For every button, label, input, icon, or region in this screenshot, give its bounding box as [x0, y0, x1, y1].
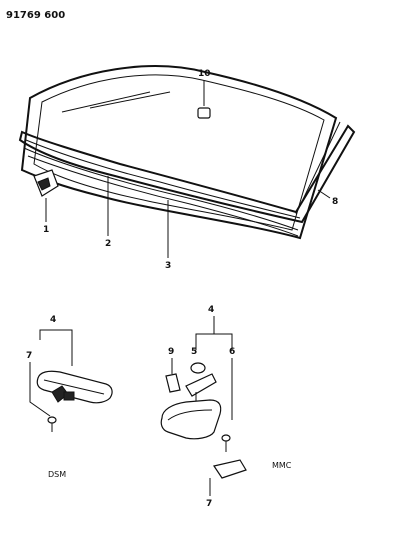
- mmc-callout-4: 4: [208, 305, 214, 315]
- callout-3: 3: [165, 261, 171, 271]
- windshield-seal: [23, 147, 299, 237]
- dsm-callout-7: 7: [26, 351, 32, 361]
- mmc-callout-6: 6: [229, 347, 235, 357]
- dsm-leader-4: [39, 329, 73, 366]
- mmc-bolt-icon: [221, 434, 231, 452]
- callout-10: 10: [198, 69, 211, 79]
- mmc-pad: [190, 362, 206, 374]
- mirror-mount-pad: [197, 107, 211, 119]
- windshield-glass: [20, 65, 338, 240]
- variant-mmc: MMC: [272, 461, 292, 470]
- callout-1: 1: [43, 225, 49, 235]
- diagram-id: 91769 600: [6, 10, 65, 21]
- glass-bracket: [33, 169, 59, 197]
- mmc-stem: [185, 373, 217, 397]
- mmc-mirror-group: 4 5 6 9 7: [160, 305, 247, 509]
- mmc-callout-5: 5: [191, 347, 197, 357]
- dsm-screw-icon: [47, 416, 57, 432]
- mmc-leader-4: [195, 333, 233, 350]
- callout-8: 8: [332, 197, 338, 207]
- mmc-cover: [213, 459, 247, 479]
- mmc-callout-9: 9: [168, 347, 174, 357]
- windshield-molding: [18, 121, 356, 224]
- mmc-mirror-body: [160, 399, 222, 440]
- callout-2: 2: [105, 239, 111, 249]
- dsm-callout-4: 4: [50, 315, 56, 325]
- mmc-clip: [165, 373, 181, 393]
- dsm-leader-7: [29, 362, 51, 417]
- dsm-mirror-bracket: [63, 391, 75, 401]
- mmc-callout-7: 7: [206, 499, 212, 509]
- variant-dsm: DSM: [48, 470, 66, 479]
- dsm-mirror-group: 4 7: [26, 315, 113, 432]
- leader-8: [317, 189, 331, 199]
